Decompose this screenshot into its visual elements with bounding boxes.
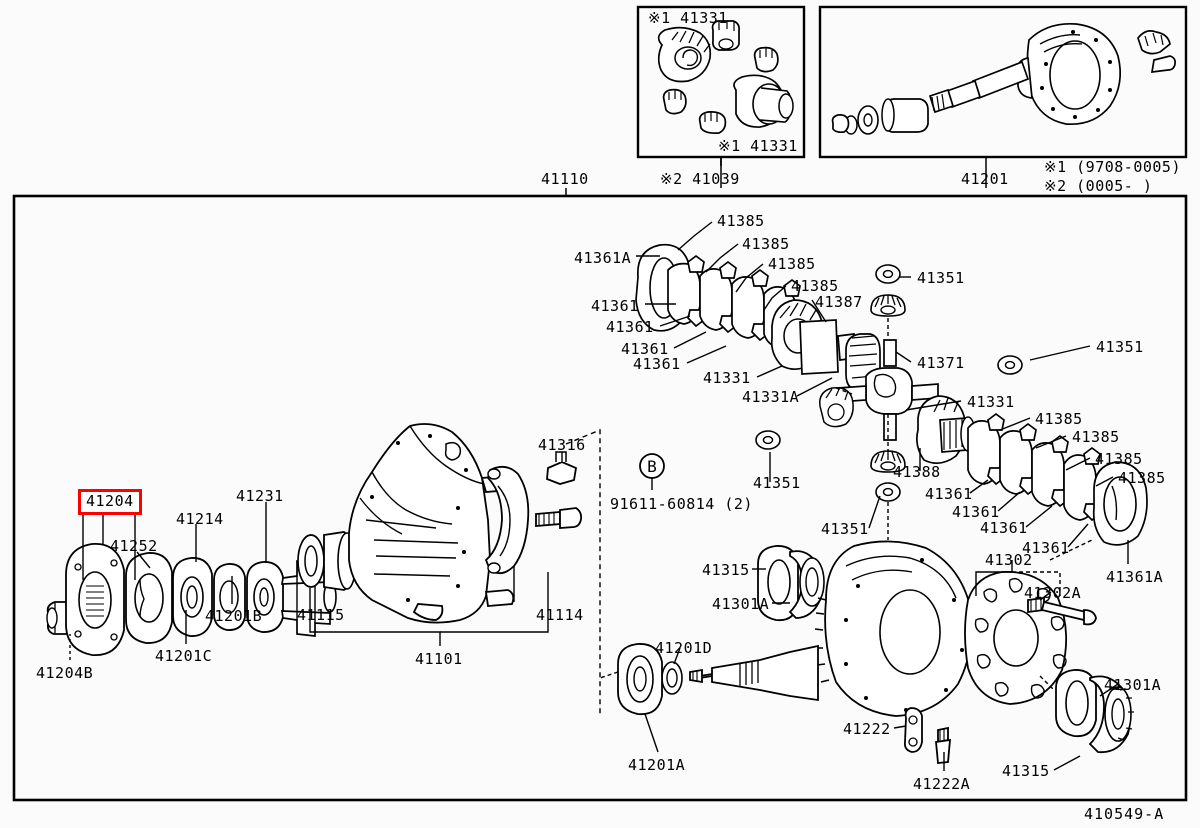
- part-label-41361a[interactable]: 41361A: [1106, 568, 1164, 586]
- part-label-41201c[interactable]: 41201C: [155, 647, 213, 665]
- part-label-41385[interactable]: 41385: [1095, 450, 1143, 468]
- part-label-2-0005[interactable]: ※2 (0005- ): [1044, 177, 1153, 195]
- part-label-1-41331[interactable]: ※1 41331: [648, 9, 728, 27]
- part-label-41214[interactable]: 41214: [176, 510, 224, 528]
- part-label-41385[interactable]: 41385: [791, 277, 839, 295]
- part-label-41361[interactable]: 41361: [925, 485, 973, 503]
- part-label-41315[interactable]: 41315: [702, 561, 750, 579]
- part-label-41387[interactable]: 41387: [815, 293, 863, 311]
- svg-text:B: B: [647, 457, 657, 476]
- part-label-41361[interactable]: 41361: [1022, 539, 1070, 557]
- part-label-41331[interactable]: 41331: [967, 393, 1015, 411]
- part-label-41231[interactable]: 41231: [236, 487, 284, 505]
- part-label-41385[interactable]: 41385: [1072, 428, 1120, 446]
- part-label-41385[interactable]: 41385: [742, 235, 790, 253]
- part-label-41302[interactable]: 41302: [985, 551, 1033, 569]
- part-label-41351[interactable]: 41351: [1096, 338, 1144, 356]
- part-label-41361[interactable]: 41361: [621, 340, 669, 358]
- part-label-41361[interactable]: 41361: [606, 318, 654, 336]
- part-label-41201[interactable]: 41201: [961, 170, 1009, 188]
- part-label-91611-60814-2[interactable]: 91611-60814 (2): [610, 495, 753, 513]
- part-label-41361[interactable]: 41361: [952, 503, 1000, 521]
- part-label-41222[interactable]: 41222: [843, 720, 891, 738]
- part-label-41351[interactable]: 41351: [917, 269, 965, 287]
- part-label-41252[interactable]: 41252: [110, 537, 158, 555]
- part-label-41361a[interactable]: 41361A: [574, 249, 632, 267]
- part-label-41114[interactable]: 41114: [536, 606, 584, 624]
- part-label-41115[interactable]: 41115: [297, 606, 345, 624]
- bolt-symbol-circle: B: [639, 453, 665, 479]
- part-label-41388[interactable]: 41388: [893, 463, 941, 481]
- part-label-41385[interactable]: 41385: [768, 255, 816, 273]
- part-label-41315[interactable]: 41315: [1002, 762, 1050, 780]
- part-label-41301a[interactable]: 41301A: [712, 595, 770, 613]
- part-label-41385[interactable]: 41385: [717, 212, 765, 230]
- part-label-41201a[interactable]: 41201A: [628, 756, 686, 774]
- part-label-41351[interactable]: 41351: [821, 520, 869, 538]
- part-label-41204b[interactable]: 41204B: [36, 664, 94, 682]
- highlighted-part-41204[interactable]: 41204: [78, 489, 142, 516]
- part-label-1-9708-0005[interactable]: ※1 (9708-0005): [1044, 158, 1181, 176]
- part-label-41351[interactable]: 41351: [753, 474, 801, 492]
- part-label-41331a[interactable]: 41331A: [742, 388, 800, 406]
- part-label-41385[interactable]: 41385: [1118, 469, 1166, 487]
- part-label-41222a[interactable]: 41222A: [913, 775, 971, 793]
- part-label-41301a[interactable]: 41301A: [1104, 676, 1162, 694]
- part-label-1-41331[interactable]: ※1 41331: [718, 137, 798, 155]
- part-label-41385[interactable]: 41385: [1035, 410, 1083, 428]
- part-label-41361[interactable]: 41361: [591, 297, 639, 315]
- part-label-41101[interactable]: 41101: [415, 650, 463, 668]
- part-label-41201b[interactable]: 41201B: [205, 607, 263, 625]
- part-label-41361[interactable]: 41361: [633, 355, 681, 373]
- part-label-41371[interactable]: 41371: [917, 354, 965, 372]
- part-label-41201d[interactable]: 41201D: [655, 639, 713, 657]
- part-label-41302a[interactable]: 41302A: [1024, 584, 1082, 602]
- diagram-id-code: 410549-A: [1084, 805, 1165, 823]
- part-label-41361[interactable]: 41361: [980, 519, 1028, 537]
- part-label-41316[interactable]: 41316: [538, 436, 586, 454]
- part-label-41110[interactable]: 41110: [541, 170, 589, 188]
- part-label-41331[interactable]: 41331: [703, 369, 751, 387]
- part-label-2-41039[interactable]: ※2 41039: [660, 170, 740, 188]
